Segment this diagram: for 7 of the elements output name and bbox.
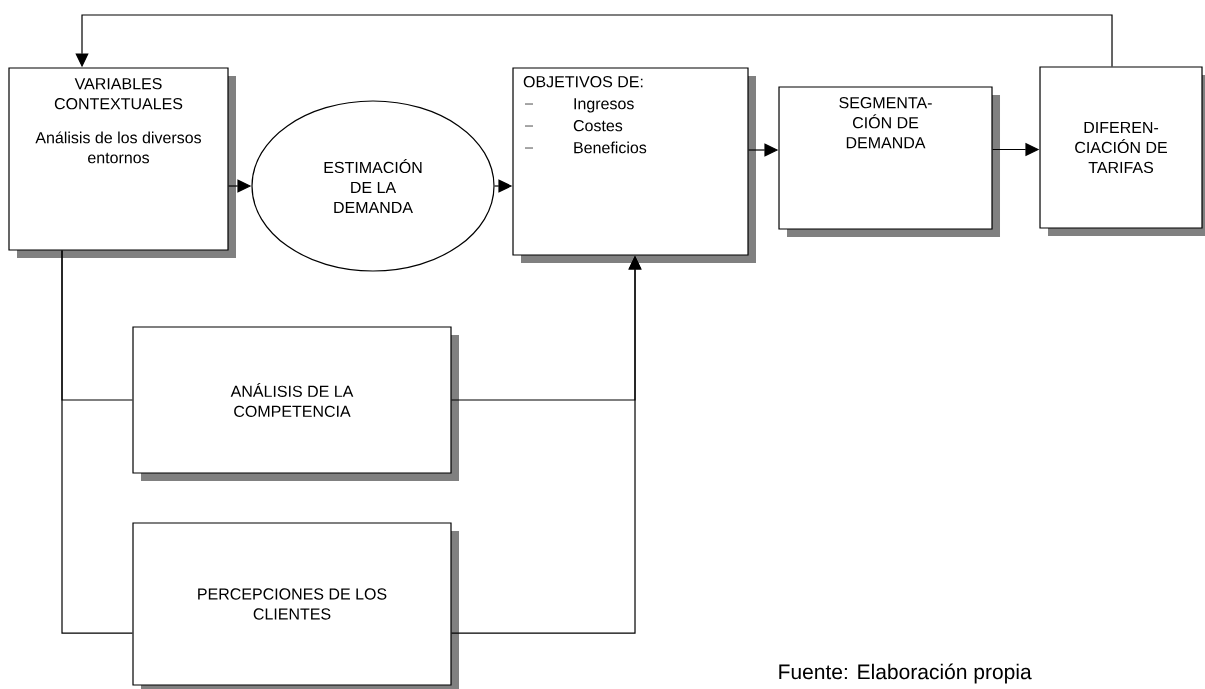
- process-box: ANÁLISIS DE LA COMPETENCIA: [132, 326, 459, 481]
- process-box: PERCEPCIONES DE LOS CLIENTES: [132, 522, 459, 689]
- process-box: DIFEREN- CIACIÓN DE TARIFAS: [1039, 66, 1205, 236]
- process-box: OBJETIVOS DE: Ingresos Costes Beneficios: [512, 67, 756, 263]
- process-box: VARIABLES CONTEXTUALES Análisis de los diversos entornos: [8, 67, 236, 258]
- process-box: SEGMENTA- CIÓN DE DEMANDA: [778, 86, 1000, 237]
- source-note: Fuente: Elaboración propia: [779, 663, 1032, 684]
